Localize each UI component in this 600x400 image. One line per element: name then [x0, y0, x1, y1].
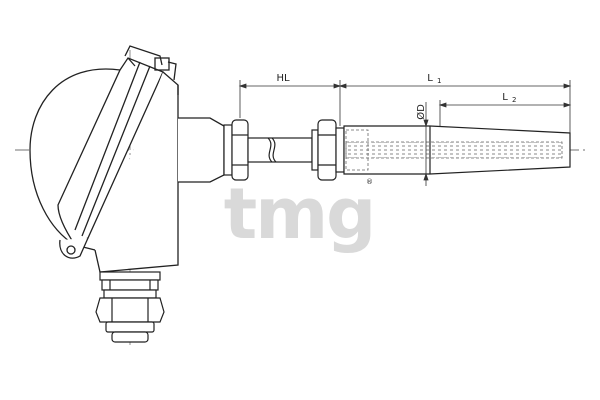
head-neck: [178, 117, 225, 183]
dim-hl-label: HL: [276, 73, 290, 84]
dim-diameter-label: ØD: [415, 104, 427, 120]
dim-l2-subscript: 2: [512, 96, 516, 104]
head-fitting: [223, 119, 249, 181]
thermowell-bore: [345, 141, 563, 159]
watermark-text: tmg: [224, 173, 375, 255]
watermark-registered: ®: [366, 178, 373, 186]
watermark: tmg ®: [224, 173, 377, 255]
head-body: [94, 71, 179, 273]
thermowell: [343, 125, 571, 175]
process-fitting: [311, 119, 345, 181]
neck-tube: [247, 137, 313, 163]
dimensions: [238, 80, 572, 186]
cable-gland: [95, 271, 165, 343]
head-cover: [57, 57, 164, 246]
head-lug: [59, 237, 89, 259]
dim-l1-label: L: [427, 73, 433, 84]
dim-l2-label: L: [502, 92, 508, 103]
dim-l1-subscript: 1: [437, 77, 441, 85]
connection-head: [29, 45, 225, 273]
